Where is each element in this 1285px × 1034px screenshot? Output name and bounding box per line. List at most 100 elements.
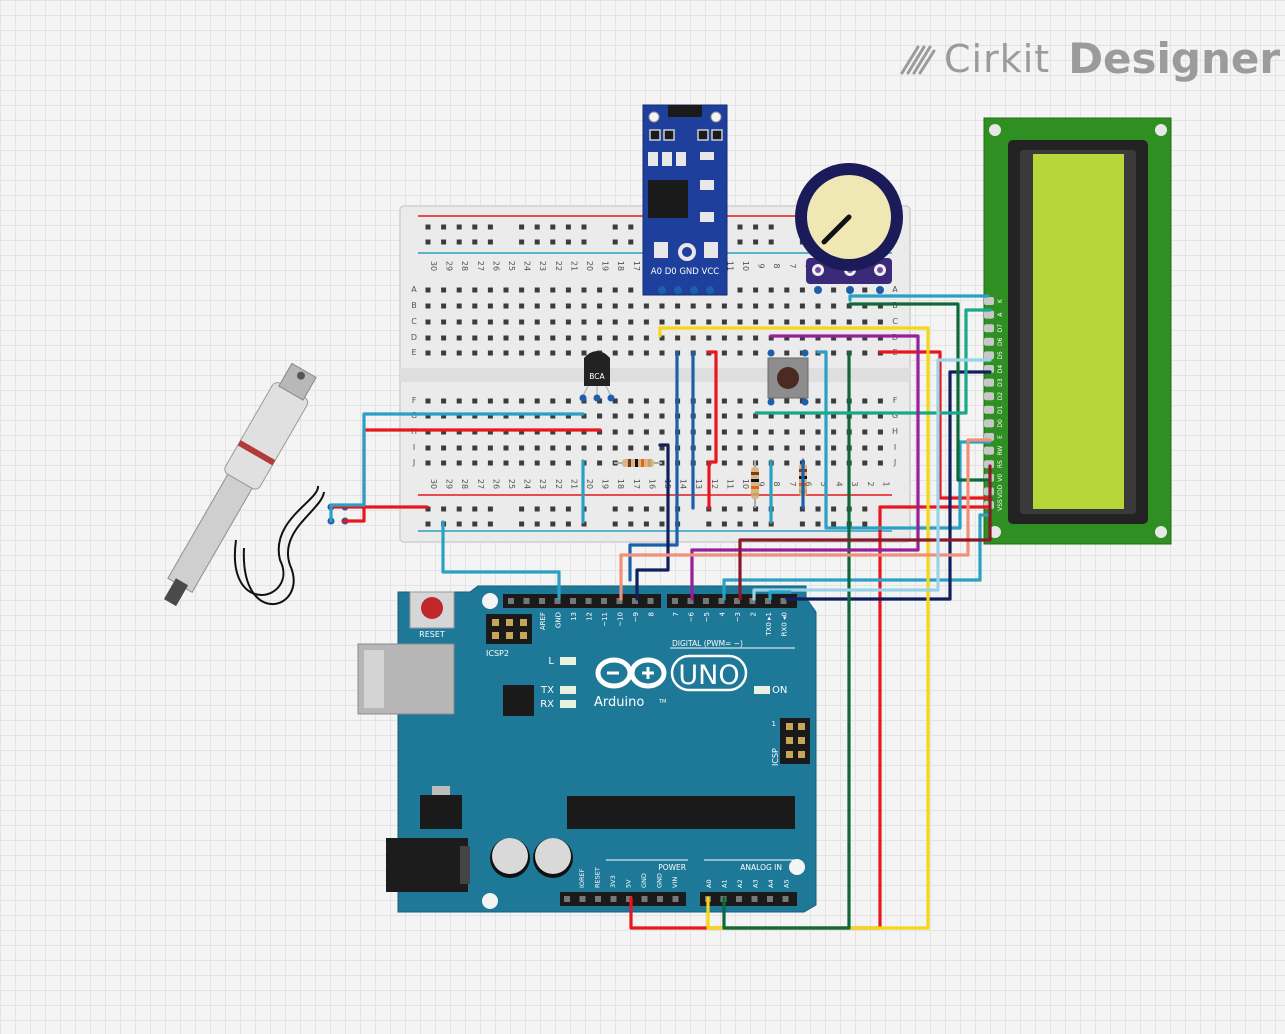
lcd-pin-label: RS: [997, 460, 1004, 468]
analog-pin-label: A4: [767, 879, 775, 888]
digital-pin-label: ~6: [688, 611, 696, 622]
led-l-label: L: [548, 656, 554, 667]
led-on: [754, 686, 770, 694]
led-rx: [560, 700, 576, 708]
wire-navy-pin9: [635, 443, 670, 601]
uno-logo-text: UNO: [678, 660, 739, 691]
digital-pin-label: ~9: [632, 612, 640, 622]
breadboard-column-number: 16: [647, 479, 656, 489]
voltage-regulator: [420, 795, 462, 829]
led-rx-label: RX: [540, 699, 554, 710]
lcd-pin-label: A: [997, 312, 1004, 317]
power-pin-label: RESET: [594, 867, 602, 888]
breadboard-column-number: 17: [632, 261, 641, 271]
analog-header[interactable]: [700, 892, 797, 906]
breadboard-column-number: 11: [725, 261, 734, 271]
reset-button[interactable]: [421, 597, 443, 619]
arduino-uno-board[interactable]: RESET ICSP2 L TX RX ON: [357, 585, 817, 913]
sensor-module[interactable]: A0 D0 GND VCC: [642, 104, 728, 296]
breadboard-column-number: 20: [585, 479, 594, 489]
svg-text:C: C: [411, 317, 417, 326]
breadboard-column-number: 8: [772, 263, 781, 268]
wire-cyan-pin2: [768, 590, 792, 601]
digital-pin-label: 13: [570, 612, 578, 621]
resistor-horizontal[interactable]: [614, 459, 662, 467]
breadboard-column-number: 7: [788, 263, 797, 268]
wire-maroon-pin3: [738, 464, 992, 601]
breadboard-column-number: 7: [788, 481, 797, 486]
breadboard-column-number: 8: [772, 481, 781, 486]
wire-cyan-col-c: [816, 350, 992, 530]
breadboard-column-number: 27: [476, 261, 485, 271]
lcd-screen: [1033, 154, 1124, 509]
breadboard-column-number: 18: [616, 261, 625, 271]
breadboard-column-number: 10: [741, 479, 750, 489]
svg-text:A: A: [411, 285, 417, 294]
breadboard-column-number: 23: [538, 479, 547, 489]
lcd-pin-label: V0: [997, 474, 1004, 482]
led-tx-label: TX: [540, 685, 554, 696]
breadboard-column-number: 22: [554, 479, 563, 489]
lcd-pin-label: VSS: [997, 499, 1004, 511]
wire-blue-1: [628, 350, 679, 582]
power-pin-label: VIN: [671, 877, 679, 888]
svg-text:1: 1: [772, 720, 776, 728]
resistor-vertical-1[interactable]: [751, 460, 759, 508]
breadboard-column-number: 28: [460, 261, 469, 271]
breadboard-column-number: 25: [507, 261, 516, 271]
analog-in-label: ANALOG IN: [740, 863, 782, 872]
lcd-pin-label: D1: [997, 405, 1004, 414]
lcd-pin-label: VDD: [997, 484, 1004, 498]
led-tx: [560, 686, 576, 694]
svg-text:F: F: [893, 396, 898, 405]
breadboard-column-number: 25: [507, 479, 516, 489]
wire-lightblue: [752, 358, 992, 601]
lcd-pin-label: D0: [997, 419, 1004, 428]
breadboard-column-number: 26: [491, 479, 500, 489]
breadboard-column-number: 28: [460, 479, 469, 489]
lcd-pin-label: D7: [997, 324, 1004, 333]
dc-power-jack[interactable]: [386, 838, 468, 892]
cirkit-designer-watermark: Cirkit Designer: [898, 34, 1280, 83]
lcd-pin-label: D2: [997, 392, 1004, 401]
breadboard-column-number: 13: [694, 479, 703, 489]
breadboard-column-number: 26: [491, 261, 500, 271]
transistor[interactable]: BCA: [579, 351, 615, 402]
digital-header-right[interactable]: [667, 594, 797, 608]
breadboard-column-number: 9: [757, 263, 766, 268]
push-button-cap[interactable]: [777, 367, 799, 389]
cirkit-logo-icon: [900, 45, 936, 74]
digital-pin-label: RX0 ◂0: [781, 612, 789, 636]
analog-pin-label: A1: [721, 879, 729, 888]
digital-pin-label: 2: [750, 612, 758, 616]
digital-pin-label: AREF: [539, 612, 547, 630]
analog-pin-label: A3: [752, 879, 760, 888]
usb-chip: [503, 685, 534, 716]
icsp2-label: ICSP2: [486, 649, 509, 658]
linear-actuator[interactable]: [153, 360, 349, 612]
breadboard-column-number: 10: [741, 261, 750, 271]
wire-green-pot: [848, 302, 992, 482]
svg-text:F: F: [412, 396, 417, 405]
icsp-label: ICSP: [771, 748, 780, 766]
lcd-pin-label: RW: [997, 446, 1004, 456]
potentiometer[interactable]: [795, 163, 903, 294]
digital-label: DIGITAL (PWM= ~): [672, 639, 743, 648]
svg-text:I: I: [413, 443, 415, 452]
arduino-brand-text: Arduino: [594, 695, 644, 710]
digital-pin-label: 7: [672, 612, 680, 616]
reset-label: RESET: [419, 630, 445, 639]
breadboard-column-number: 20: [585, 261, 594, 271]
analog-pin-label: A2: [736, 879, 744, 888]
lcd-pin-label: D6: [997, 337, 1004, 346]
wire-cyan-lcd-k: [848, 294, 990, 302]
breadboard-column-number: 2: [866, 481, 875, 486]
sensor-pin-labels: A0 D0 GND VCC: [651, 267, 720, 277]
breadboard-column-number: 14: [679, 479, 688, 489]
digital-pin-label: 12: [586, 612, 594, 621]
breadboard-column-number: 1: [881, 481, 890, 486]
push-button[interactable]: [767, 349, 809, 406]
power-header[interactable]: [560, 892, 686, 906]
